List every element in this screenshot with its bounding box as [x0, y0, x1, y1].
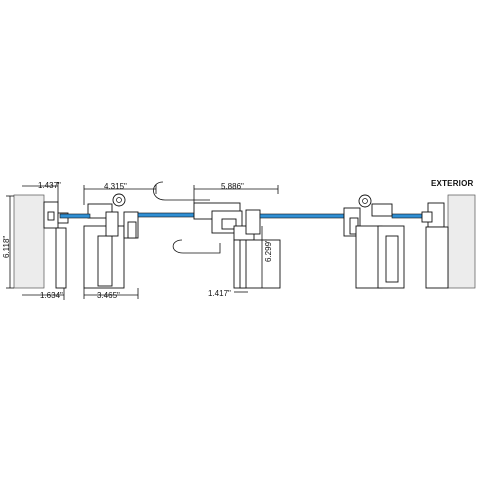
dim-center-width: 5.886"	[221, 182, 244, 191]
dimension-lines	[6, 182, 279, 300]
dim-center-bottom: 1.417"	[208, 289, 231, 298]
center-interlock	[193, 202, 281, 289]
dim-center-height: 6.299"	[264, 239, 273, 262]
left-sash-panel	[83, 193, 139, 289]
exterior-label: EXTERIOR	[431, 179, 474, 188]
dim-panel-bottom: 3.465"	[97, 291, 120, 300]
glass-pane-left	[59, 212, 195, 219]
right-wall	[447, 194, 476, 289]
ghost-handle-outline	[153, 181, 221, 254]
dim-left-height: 6.118"	[2, 236, 11, 258]
dim-left-top: 1.437"	[38, 181, 61, 190]
dim-left-bottom: 1.634"	[40, 291, 63, 300]
dim-panel-width: 4.315"	[104, 182, 127, 191]
left-wall	[13, 194, 45, 289]
glass-pane-right	[259, 213, 427, 219]
right-jamb-frame	[421, 202, 449, 289]
right-sash-panel	[343, 194, 405, 289]
